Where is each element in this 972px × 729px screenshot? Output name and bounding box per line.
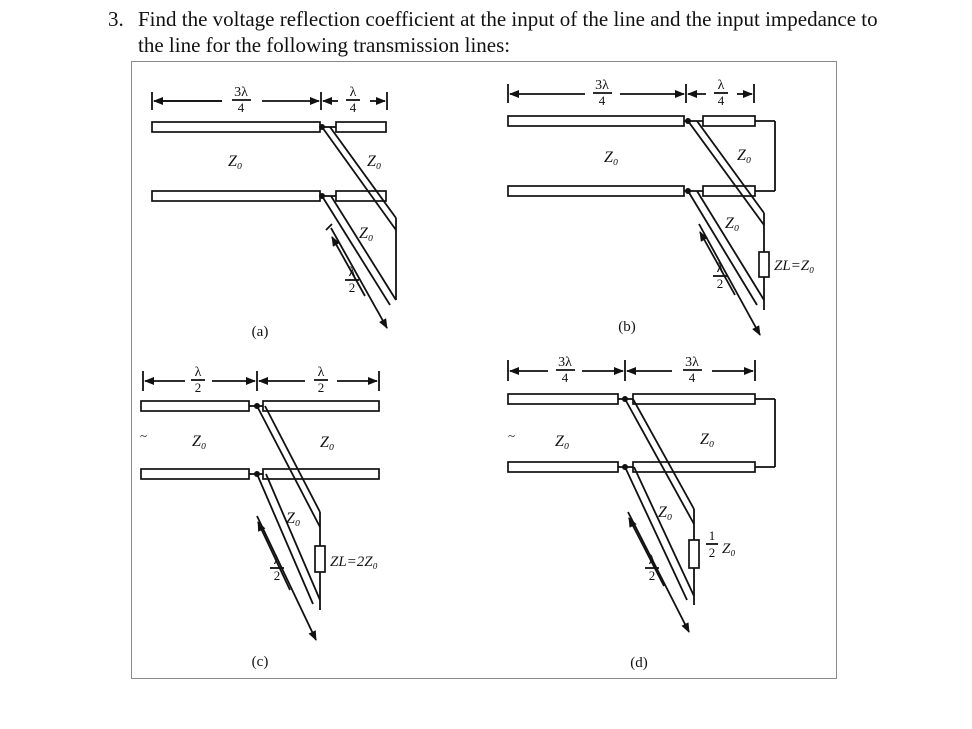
load-label-d: Z₀: [722, 541, 736, 557]
panel-b: 3λ 4 λ 4 ZL=Z₀ λ 2 Z₀ Z₀ Z₀: [507, 78, 814, 336]
frac-num-3lambda: 3λ: [685, 355, 699, 370]
panel-caption-c: (c): [252, 654, 269, 670]
impedance-label: Z₀: [737, 147, 751, 164]
frac-den-2: 2: [349, 280, 356, 295]
impedance-label: Z₀: [555, 433, 569, 450]
half-num-1: 1: [709, 528, 716, 543]
frac-den-2: 2: [274, 568, 281, 583]
impedance-label: Z₀: [320, 434, 334, 451]
impedance-label: Z₀: [604, 149, 618, 166]
frac-den-4: 4: [562, 370, 569, 385]
frac-den-4: 4: [689, 370, 696, 385]
frac-den-4: 4: [718, 93, 725, 108]
panel-caption-a: (a): [252, 324, 269, 340]
panel-caption-b: (b): [618, 319, 636, 335]
half-den-2: 2: [709, 545, 716, 560]
tilde-mark: ~: [508, 428, 515, 443]
impedance-label: Z₀: [367, 153, 381, 170]
frac-den-2: 2: [195, 380, 202, 395]
impedance-label: Z₀: [359, 225, 373, 242]
frac-den-4: 4: [238, 100, 245, 115]
frac-den-2: 2: [717, 276, 724, 291]
frac-den-2: 2: [649, 568, 656, 583]
frac-num-lambda: λ: [274, 553, 281, 568]
frac-num-3lambda: 3λ: [595, 78, 609, 93]
panel-a: 3λ 4 λ 4 λ 2 Z₀ Z₀ Z₀ (a): [151, 85, 397, 340]
question-body: Find the voltage reflection coefficient …: [138, 7, 878, 57]
impedance-label: Z₀: [228, 153, 242, 170]
impedance-label: Z₀: [658, 504, 672, 521]
frac-num-lambda: λ: [717, 261, 724, 276]
frac-num-lambda: λ: [649, 553, 656, 568]
panel-c: λ 2 λ 2 ZL=2Z₀ λ 2 ~ Z₀ Z₀ Z₀ (c): [140, 365, 380, 670]
frac-num-3lambda: 3λ: [234, 85, 248, 100]
impedance-label: Z₀: [286, 510, 300, 527]
question-text: 3. Find the voltage reflection coefficie…: [108, 6, 908, 58]
frac-num-lambda: λ: [195, 365, 202, 380]
tilde-mark: ~: [140, 428, 147, 443]
frac-num-lambda: λ: [349, 265, 356, 280]
impedance-label: Z₀: [725, 215, 739, 232]
impedance-label: Z₀: [700, 431, 714, 448]
frac-num-lambda: λ: [718, 78, 725, 93]
frac-num-3lambda: 3λ: [558, 355, 572, 370]
frac-den-4: 4: [599, 93, 606, 108]
panel-d: 3λ 4 3λ 4 1 2 Z₀ λ 2 ~ Z₀: [507, 355, 776, 671]
impedance-label: Z₀: [192, 433, 206, 450]
frac-num-lambda: λ: [318, 365, 325, 380]
frac-num-lambda: λ: [350, 85, 357, 100]
frac-den-2: 2: [318, 380, 325, 395]
question-number: 3.: [108, 7, 124, 31]
frac-den-4: 4: [350, 100, 357, 115]
panel-caption-d: (d): [630, 655, 648, 671]
load-label-c: ZL=2Z₀: [330, 554, 378, 570]
load-label-b: ZL=Z₀: [774, 258, 814, 274]
